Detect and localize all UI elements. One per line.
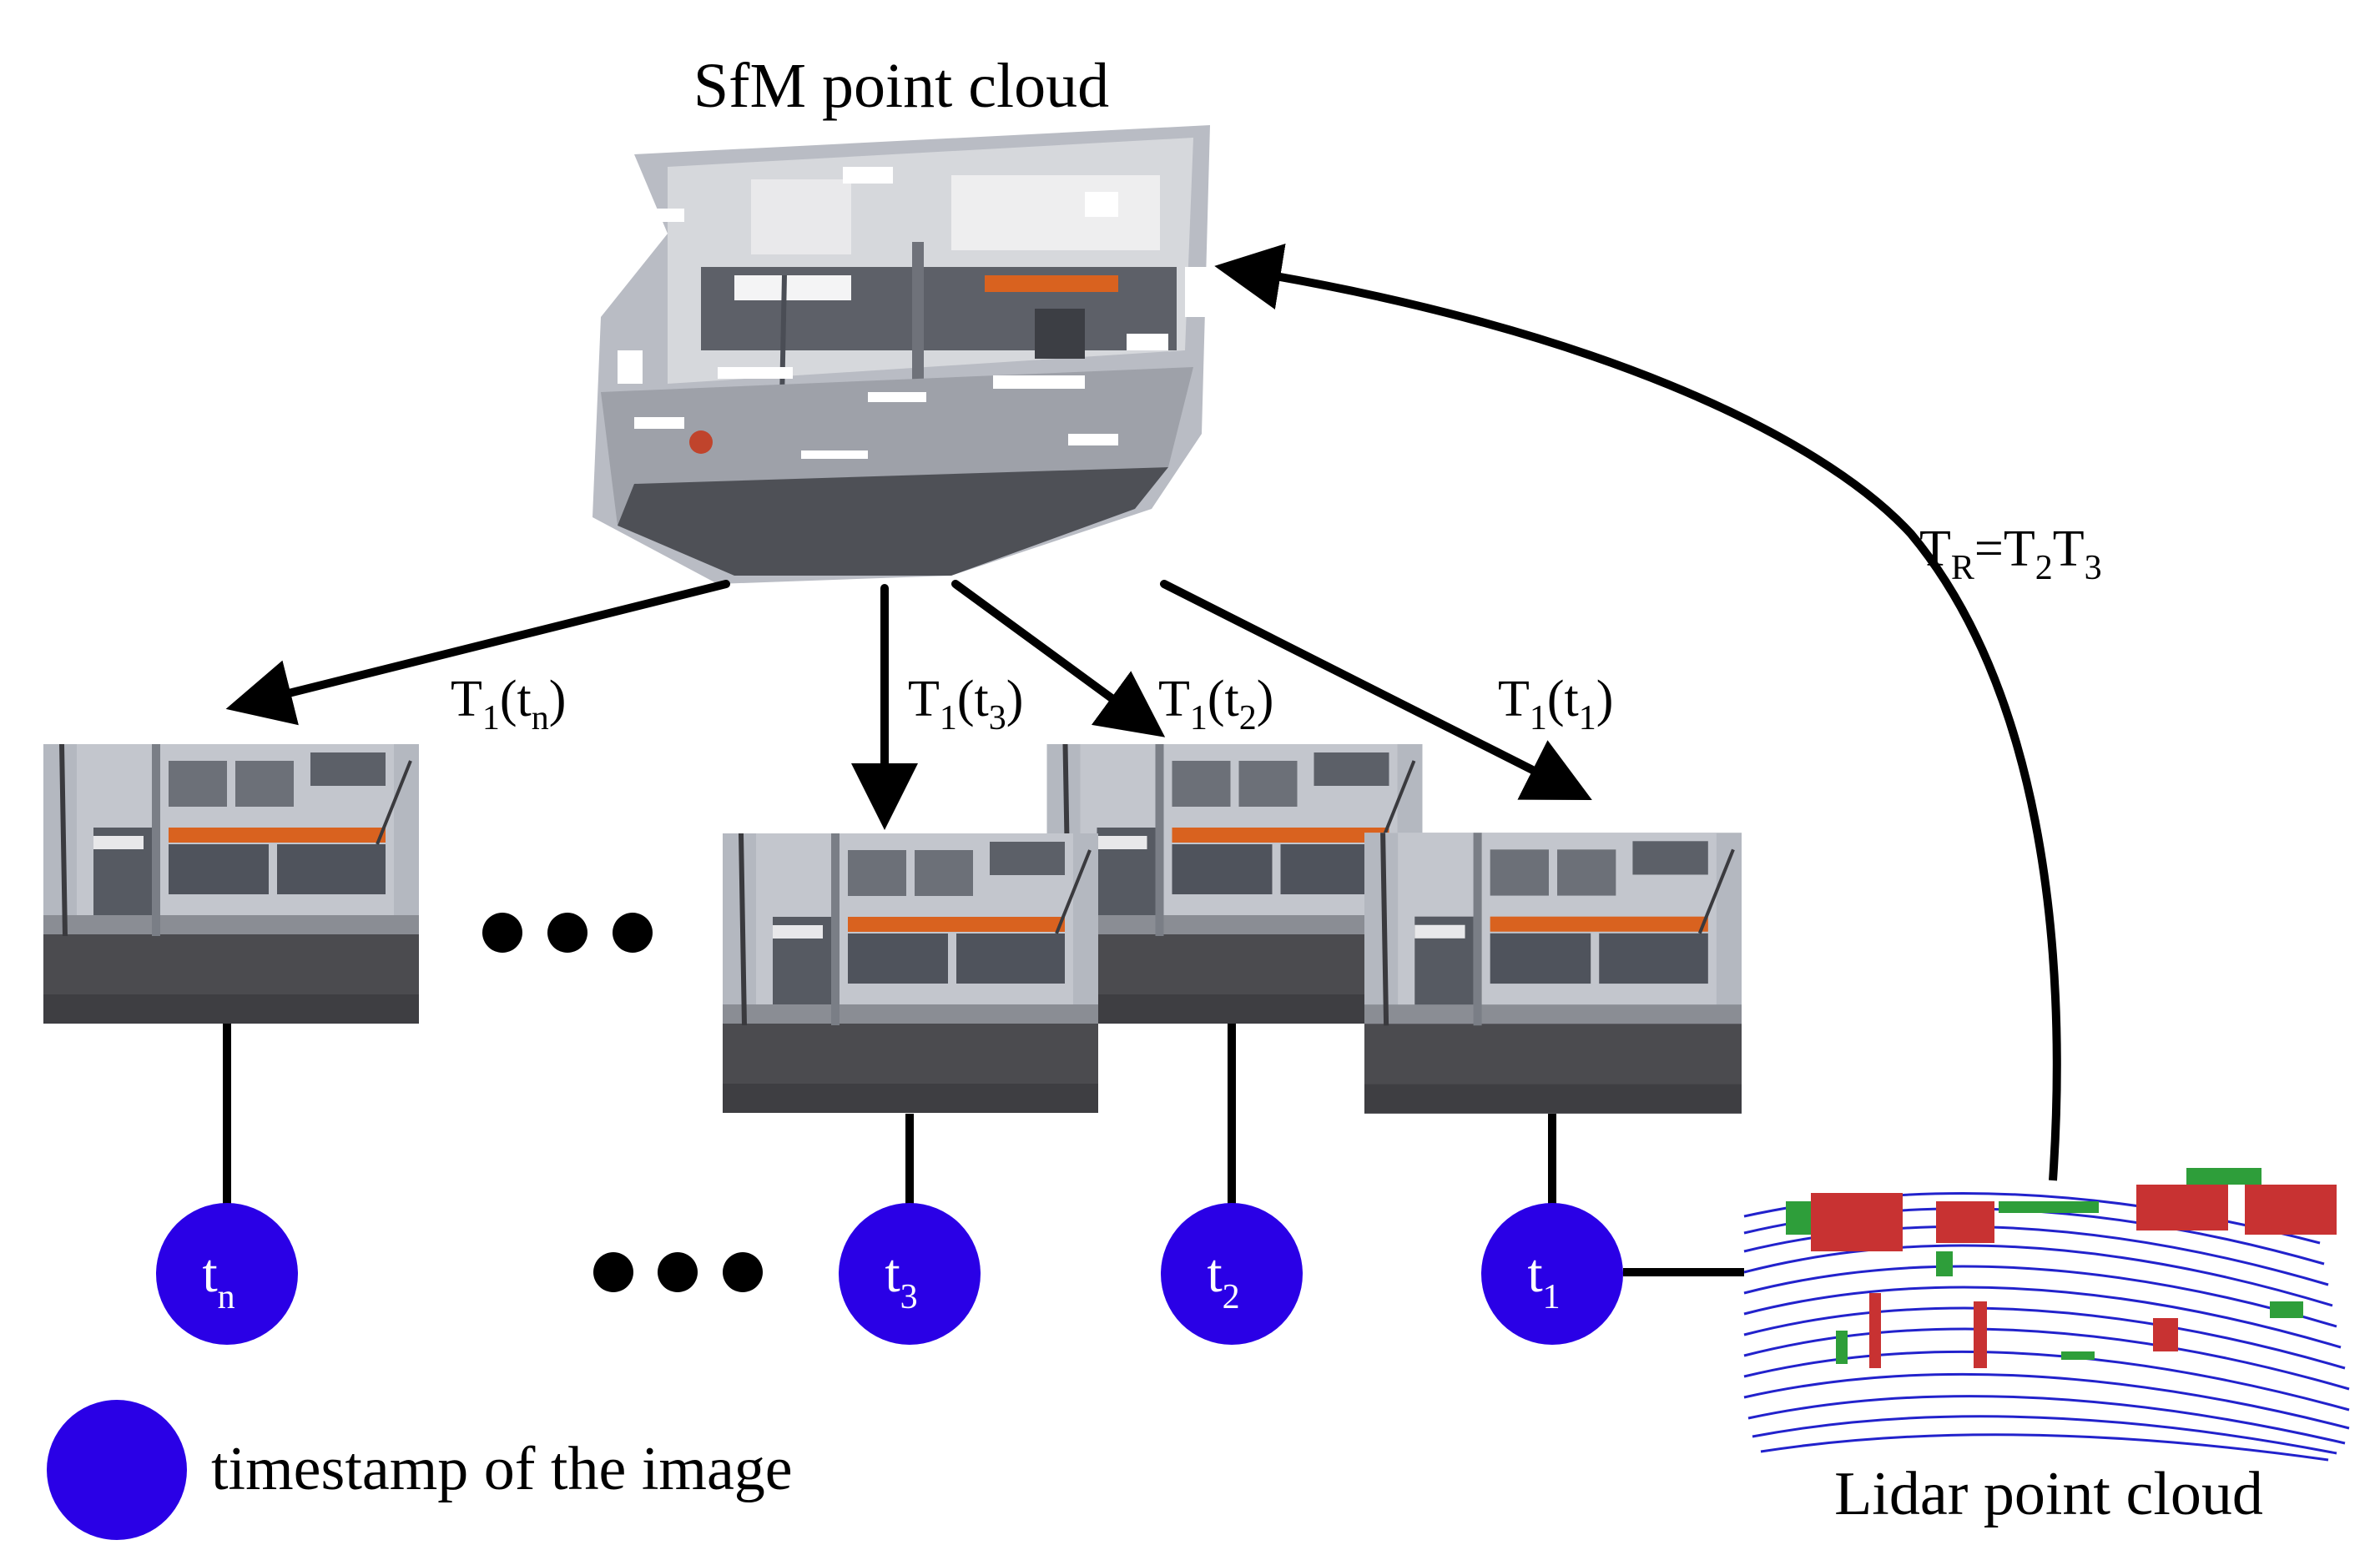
arrow-t1-tn	[225, 580, 730, 726]
arrow-lidar-to-sfm	[1214, 243, 2061, 1181]
timestamp-node-t1: t1	[1481, 1203, 1623, 1345]
label-t1-t2: T1(t2)	[1158, 671, 1273, 737]
sfm-caption: SfM point cloud	[693, 51, 1109, 121]
tr-t2: T	[2004, 521, 2035, 577]
tr-eq: =	[1974, 521, 2004, 577]
legend: timestamp of the image	[47, 1400, 793, 1540]
svg-text:t3: t3	[885, 1243, 917, 1316]
arrow-t1-t1	[1160, 580, 1592, 801]
legend-node-swatch	[47, 1400, 187, 1540]
label-t1-t3: T1(t3)	[908, 671, 1023, 737]
svg-text:t2: t2	[1207, 1243, 1239, 1316]
tr-sub: R	[1951, 549, 1974, 587]
camera-image-t1	[1364, 833, 1742, 1113]
camera-image-t3	[723, 833, 1098, 1113]
lidar-point-cloud-image	[1743, 1168, 2350, 1462]
timestamp-node-t2: t2	[1161, 1203, 1303, 1345]
timestamp-node-tn: tn	[156, 1203, 298, 1345]
svg-text:t1: t1	[1527, 1243, 1560, 1316]
ellipsis-nodes	[593, 1252, 763, 1292]
tr-base: T	[1919, 521, 1951, 577]
tr-t2-sub: 2	[2035, 549, 2053, 587]
svg-text:TR=T2T3: TR=T2T3	[1919, 521, 2102, 587]
transform-labels: T1(tn) T1(t3) T1(t2) T1(t1)	[451, 671, 1613, 737]
lidar-caption: Lidar point cloud	[1834, 1460, 2263, 1528]
legend-label: timestamp of the image	[211, 1435, 793, 1503]
label-t1-tn: T1(tn)	[451, 671, 566, 737]
svg-text:tn: tn	[202, 1243, 234, 1316]
timestamp-node-t3: t3	[839, 1203, 981, 1345]
camera-image-tn	[43, 744, 419, 1024]
sfm-point-cloud-image	[592, 125, 1210, 584]
tr-t3-sub: 3	[2085, 549, 2102, 587]
connectors	[223, 1024, 1744, 1276]
label-tr: TR=T2T3	[1919, 521, 2102, 587]
tr-t3: T	[2053, 521, 2085, 577]
arrow-t1-t2	[951, 580, 1166, 737]
label-t1-t1: T1(t1)	[1498, 671, 1613, 737]
ellipsis-images	[482, 913, 653, 953]
arrows-sfm-to-images	[225, 580, 1592, 830]
